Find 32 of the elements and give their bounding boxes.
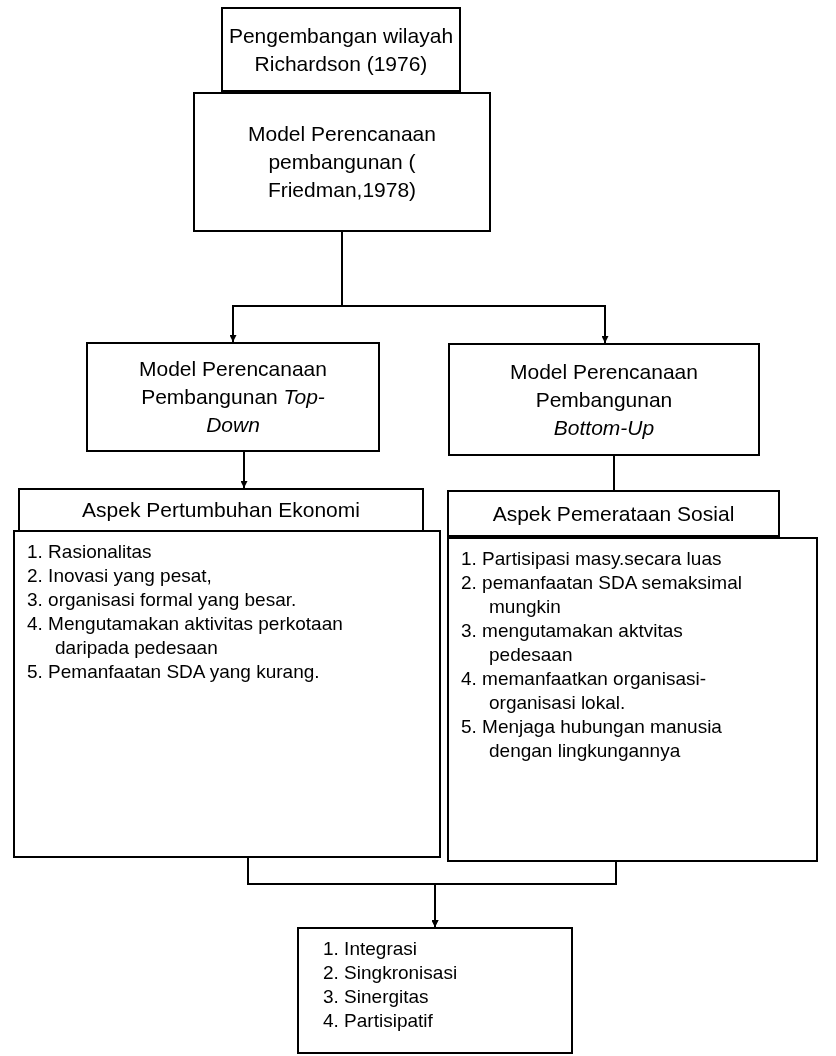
process-box [221,7,461,92]
list-item: 3. organisasi formal yang besar. [27,588,297,612]
box-text: Model Perencanaan Pembangunan Top-Down [138,356,328,438]
list-item: 3. mengutamakan aktvitas pedesaan [461,619,684,667]
list-item: 1. Integrasi [323,937,418,961]
list-item: 1. Rasionalitas [27,540,153,564]
list-item: 3. Sinergitas [323,985,430,1009]
arrow [341,231,609,344]
box-text: Model Perencanaan Pembangunan Bottom-Up [509,358,699,441]
list-box [297,927,573,1054]
list-item: 2. Singkronisasi [323,961,459,985]
box-text: Aspek Pertumbuhan Ekonomi [82,497,360,523]
process-box [448,343,760,456]
arrow [240,451,248,489]
arrow [431,861,617,928]
process-box [86,342,380,452]
list-item: 4. Partisipatif [323,1009,434,1033]
list-item: 4. Mengutamakan aktivitas perkotaan daripada pedesaan [27,612,344,660]
list-item: 5. Menjaga hubungan manusia dengan lingkungannya [461,715,723,763]
list-item: 2. Inovasi yang pesat, [27,564,212,588]
list-item: 2. pemanfaatan SDA semaksimal mungkin [461,571,743,619]
box-text: Aspek Pemerataan Sosial [492,500,735,527]
list-item: 1. Partisipasi masy.secara luas [461,547,722,571]
process-box [18,488,424,532]
box-text: Pengembangan wilayah Richardson (1976) [227,22,455,77]
list-box [13,530,441,858]
list-item: 4. memanfaatkan organisasi-organisasi lokal. [461,667,707,715]
process-box [193,92,491,232]
list-box [447,537,818,862]
process-box [447,490,780,537]
list-item: 5. Pemanfaatan SDA yang kurang. [27,660,320,684]
box-text: Model Perencanaan pembangunan ( Friedman,1978) [247,121,437,203]
